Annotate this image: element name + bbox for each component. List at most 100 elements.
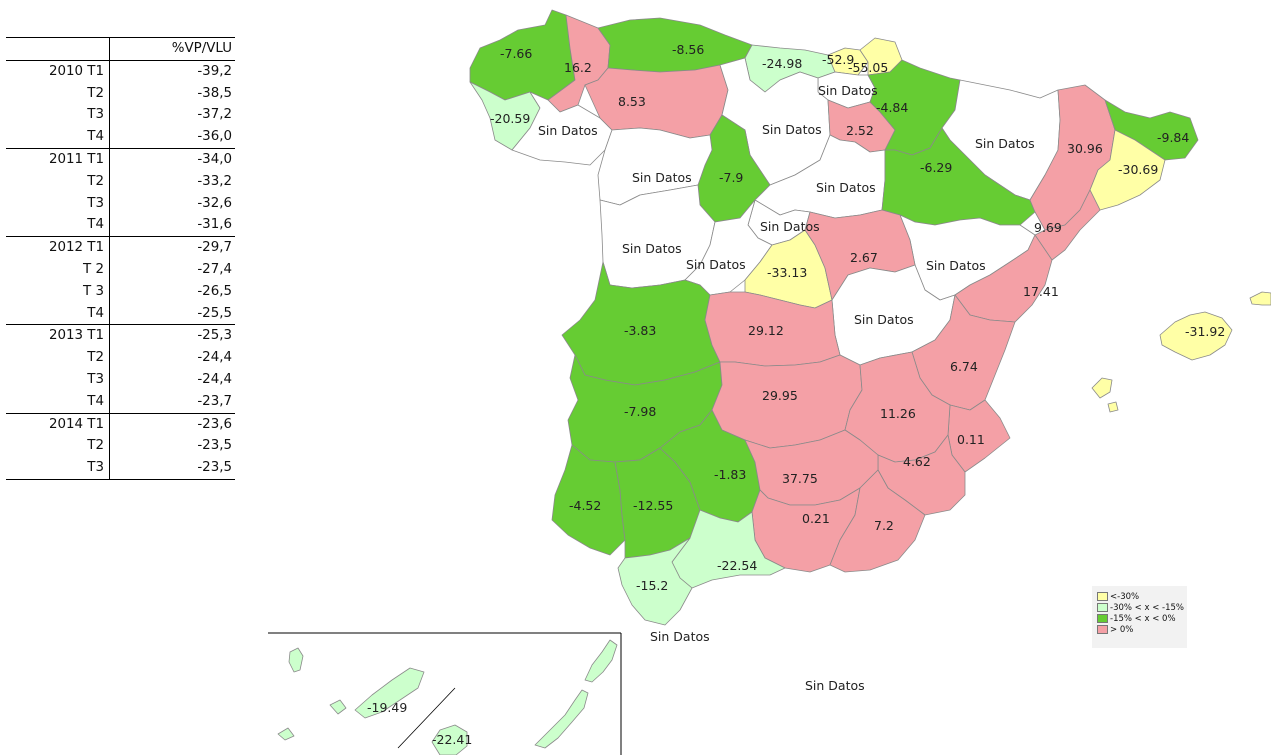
- region-almeria: [829, 469, 926, 573]
- value-cell: -33,2: [197, 173, 232, 189]
- region-barcelona: [1089, 129, 1166, 211]
- period-cell: T2: [6, 347, 110, 369]
- region-ourense: [511, 91, 613, 166]
- map-label-cantabria: -24.98: [762, 56, 802, 71]
- period-cell: T3: [6, 457, 110, 480]
- map-label-ourense: Sin Datos: [538, 123, 598, 138]
- canary-divider-line: [397, 687, 456, 749]
- legend-swatch: [1097, 614, 1108, 623]
- period-cell: 2013 T1: [6, 324, 110, 348]
- value-cell: -26,5: [197, 283, 232, 299]
- period-cell: T2: [6, 82, 110, 105]
- period-cell: T3: [6, 368, 110, 391]
- map-label-toledo: 29.12: [748, 323, 784, 338]
- period-cell: T3: [6, 192, 110, 215]
- region-toledo: [704, 291, 841, 367]
- period-cell: T3: [6, 104, 110, 127]
- legend-item: > 0%: [1097, 625, 1133, 635]
- map-label-alicante: 0.11: [957, 432, 985, 447]
- value-cell: -29,7: [109, 236, 235, 259]
- value-cell: -25,5: [197, 305, 232, 321]
- map-label-gipuzkoa: -55.05: [848, 60, 888, 75]
- legend-item: -30% < x < -15%: [1097, 603, 1184, 613]
- map-label-guadalajara: 2.67: [850, 250, 878, 265]
- table-row: T3-23,5: [6, 457, 235, 480]
- region-menorca: [1249, 291, 1271, 306]
- period-cell: 2010 T1: [6, 59, 110, 83]
- map-label-lleida: 30.96: [1067, 141, 1103, 156]
- period-cell: T4: [6, 214, 110, 237]
- value-cell: -23,7: [197, 393, 232, 409]
- map-label-laspalmas: -22.41: [432, 732, 472, 747]
- map-label-ceuta: Sin Datos: [650, 629, 710, 644]
- region-mallorca: [1159, 311, 1233, 361]
- map-label-cadiz: -15.2: [636, 578, 668, 593]
- legend-swatch: [1097, 625, 1108, 634]
- region-lapalma: [288, 647, 304, 673]
- map-label-tarragona: 9.69: [1034, 220, 1062, 235]
- map-label-tenerife: -19.49: [367, 700, 407, 715]
- map-label-bizkaia: -52.9: [822, 52, 854, 67]
- table-row: 2013 T1-25,3: [6, 324, 235, 348]
- map-label-girona: -9.84: [1157, 130, 1189, 145]
- legend-label: -30% < x < -15%: [1110, 603, 1185, 613]
- map-label-zaragoza: -6.29: [920, 160, 952, 175]
- region-hierro: [277, 727, 295, 741]
- table-row: T2-23,5: [6, 435, 235, 458]
- legend-swatch: [1097, 592, 1108, 601]
- value-cell: -27,4: [197, 261, 232, 277]
- table-row: T4 -25,5: [6, 302, 235, 325]
- map-label-asturias: -8.56: [672, 42, 704, 57]
- map-label-albacete: 11.26: [880, 406, 916, 421]
- legend-label: -15% < x < 0%: [1110, 614, 1176, 624]
- map-label-cuenca: Sin Datos: [854, 312, 914, 327]
- period-cell: T4: [6, 126, 110, 149]
- value-cell: -39,2: [109, 59, 235, 83]
- table-row: T2-24,4: [6, 347, 235, 369]
- value-cell: -38,5: [197, 85, 232, 101]
- period-cell: T4: [6, 390, 110, 414]
- map-label-murcia: 4.62: [903, 454, 931, 469]
- map-label-baleares: -31.92: [1185, 324, 1225, 339]
- map-label-segovia: Sin Datos: [760, 219, 820, 234]
- table-row: T2 -33,2: [6, 170, 235, 193]
- value-cell: -36,0: [197, 129, 232, 145]
- value-cell: -32,6: [197, 195, 232, 211]
- map-label-sevilla: -12.55: [633, 498, 673, 513]
- period-cell: T 3: [6, 280, 110, 303]
- map-label-zamora: Sin Datos: [632, 170, 692, 185]
- map-label-caceres: -3.83: [624, 323, 656, 338]
- table-row: T3 -32,6: [6, 192, 235, 215]
- map-label-palencia: -7.9: [719, 170, 743, 185]
- table-row: T 3 -26,5: [6, 280, 235, 303]
- table-row: T 2 -27,4: [6, 258, 235, 281]
- period-cell: T 2: [6, 258, 110, 281]
- period-cell: T4: [6, 302, 110, 325]
- table-row: 2010 T1-39,2: [6, 59, 235, 83]
- table-row: T4 -23,7: [6, 390, 235, 414]
- period-cell: T2: [6, 435, 110, 458]
- map-label-madrid: -33.13: [767, 265, 807, 280]
- period-cell: T2: [6, 170, 110, 193]
- map-label-avila: Sin Datos: [686, 257, 746, 272]
- map-label-salamanca: Sin Datos: [622, 241, 682, 256]
- table-row: T4 -31,6: [6, 214, 235, 237]
- map-label-leon: 8.53: [618, 94, 646, 109]
- legend-swatch: [1097, 603, 1108, 612]
- region-ibiza: [1091, 377, 1113, 399]
- map-label-burgos: Sin Datos: [762, 122, 822, 137]
- table-row: T2 -38,5: [6, 82, 235, 105]
- period-cell: 2011 T1: [6, 147, 110, 171]
- map-label-castellon: 17.41: [1023, 284, 1059, 299]
- region-tenerife-island: [354, 667, 425, 719]
- table-row: 2014 T1-23,6: [6, 412, 235, 436]
- map-legend: <-30%-30% < x < -15%-15% < x < 0%> 0%: [1092, 586, 1187, 648]
- map-label-huesca: Sin Datos: [975, 136, 1035, 151]
- map-label-jaen: 37.75: [782, 471, 818, 486]
- value-cell: -31,6: [197, 217, 232, 233]
- table-row: 2012 T1-29,7: [6, 236, 235, 259]
- legend-item: <-30%: [1097, 592, 1139, 602]
